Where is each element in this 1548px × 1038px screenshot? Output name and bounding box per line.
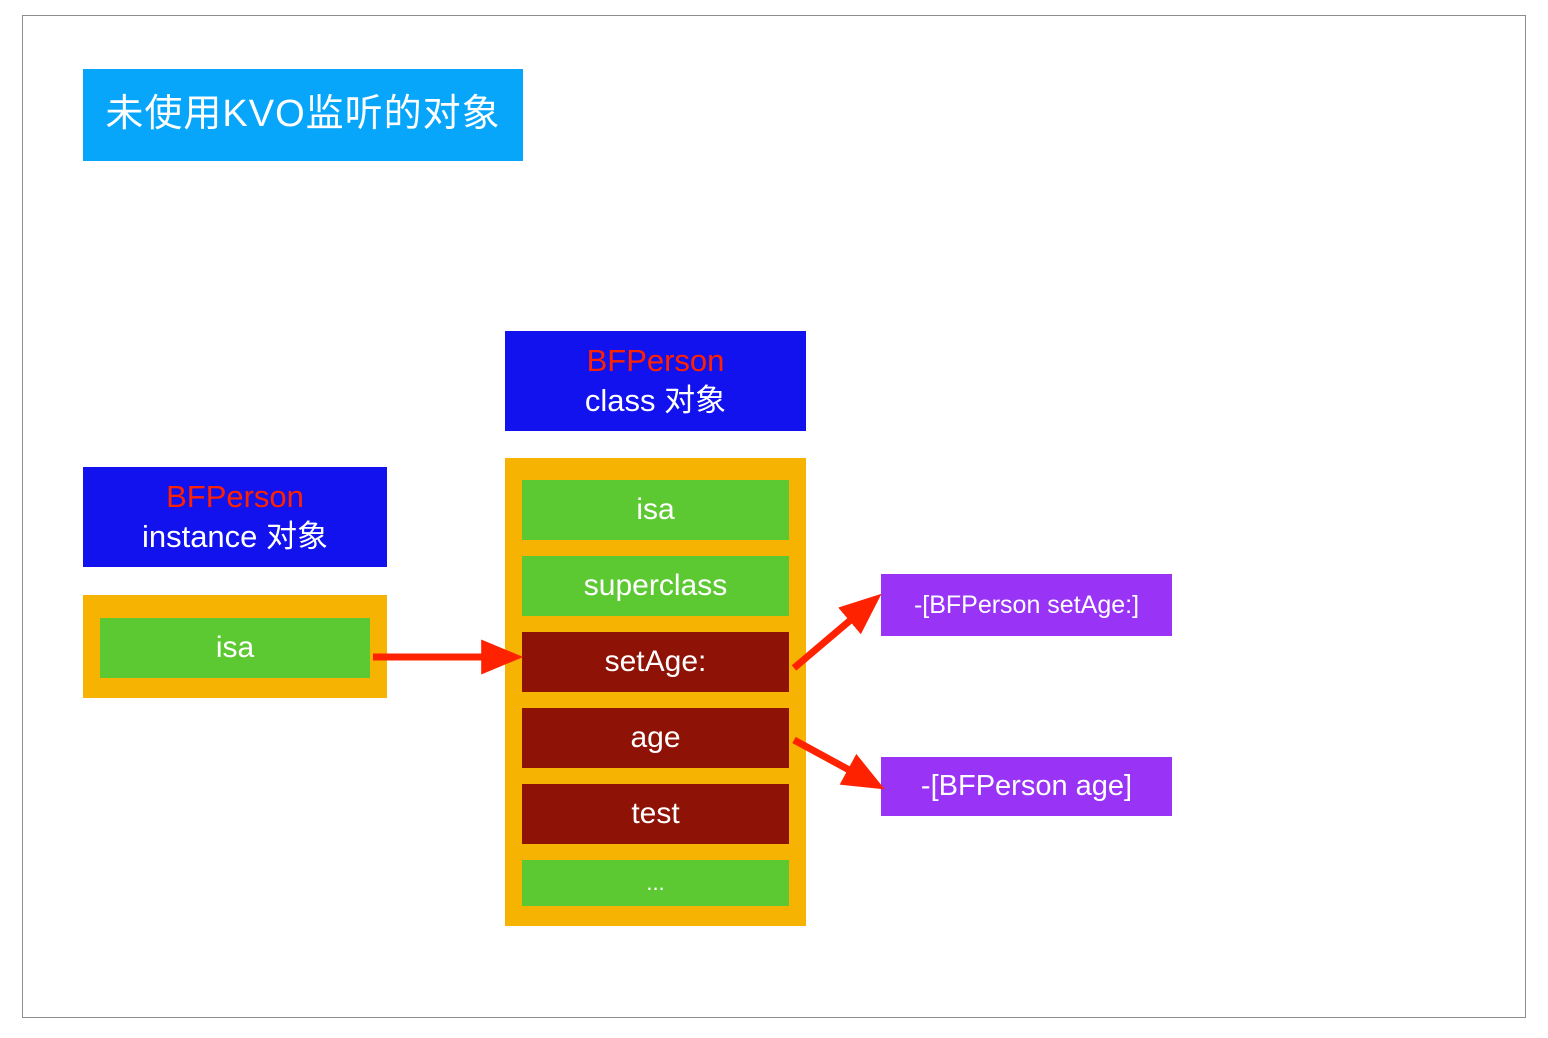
instance-object-header: BFPerson instance 对象 bbox=[83, 467, 387, 567]
class-object-container: isa superclass setAge: age test ... bbox=[505, 458, 806, 926]
class-row-setage: setAge: bbox=[522, 632, 789, 692]
method-box-setage: -[BFPerson setAge:] bbox=[881, 574, 1172, 636]
instance-row-isa: isa bbox=[100, 618, 370, 678]
class-object-kind-label: class 对象 bbox=[584, 383, 727, 418]
page-title: 未使用KVO监听的对象 bbox=[105, 93, 501, 136]
instance-object-class-name: BFPerson bbox=[166, 479, 304, 515]
class-row-ellipsis: ... bbox=[522, 860, 789, 906]
instance-object-container: isa bbox=[83, 595, 387, 698]
instance-object-kind-label: instance 对象 bbox=[141, 519, 329, 554]
page-frame bbox=[22, 15, 1526, 1018]
class-object-class-name: BFPerson bbox=[586, 343, 725, 379]
method-box-age: -[BFPerson age] bbox=[881, 757, 1172, 816]
class-row-superclass: superclass bbox=[522, 556, 789, 616]
class-object-header: BFPerson class 对象 bbox=[505, 331, 806, 431]
title-banner: 未使用KVO监听的对象 bbox=[83, 69, 523, 161]
class-row-test: test bbox=[522, 784, 789, 844]
class-row-isa: isa bbox=[522, 480, 789, 540]
class-row-age: age bbox=[522, 708, 789, 768]
